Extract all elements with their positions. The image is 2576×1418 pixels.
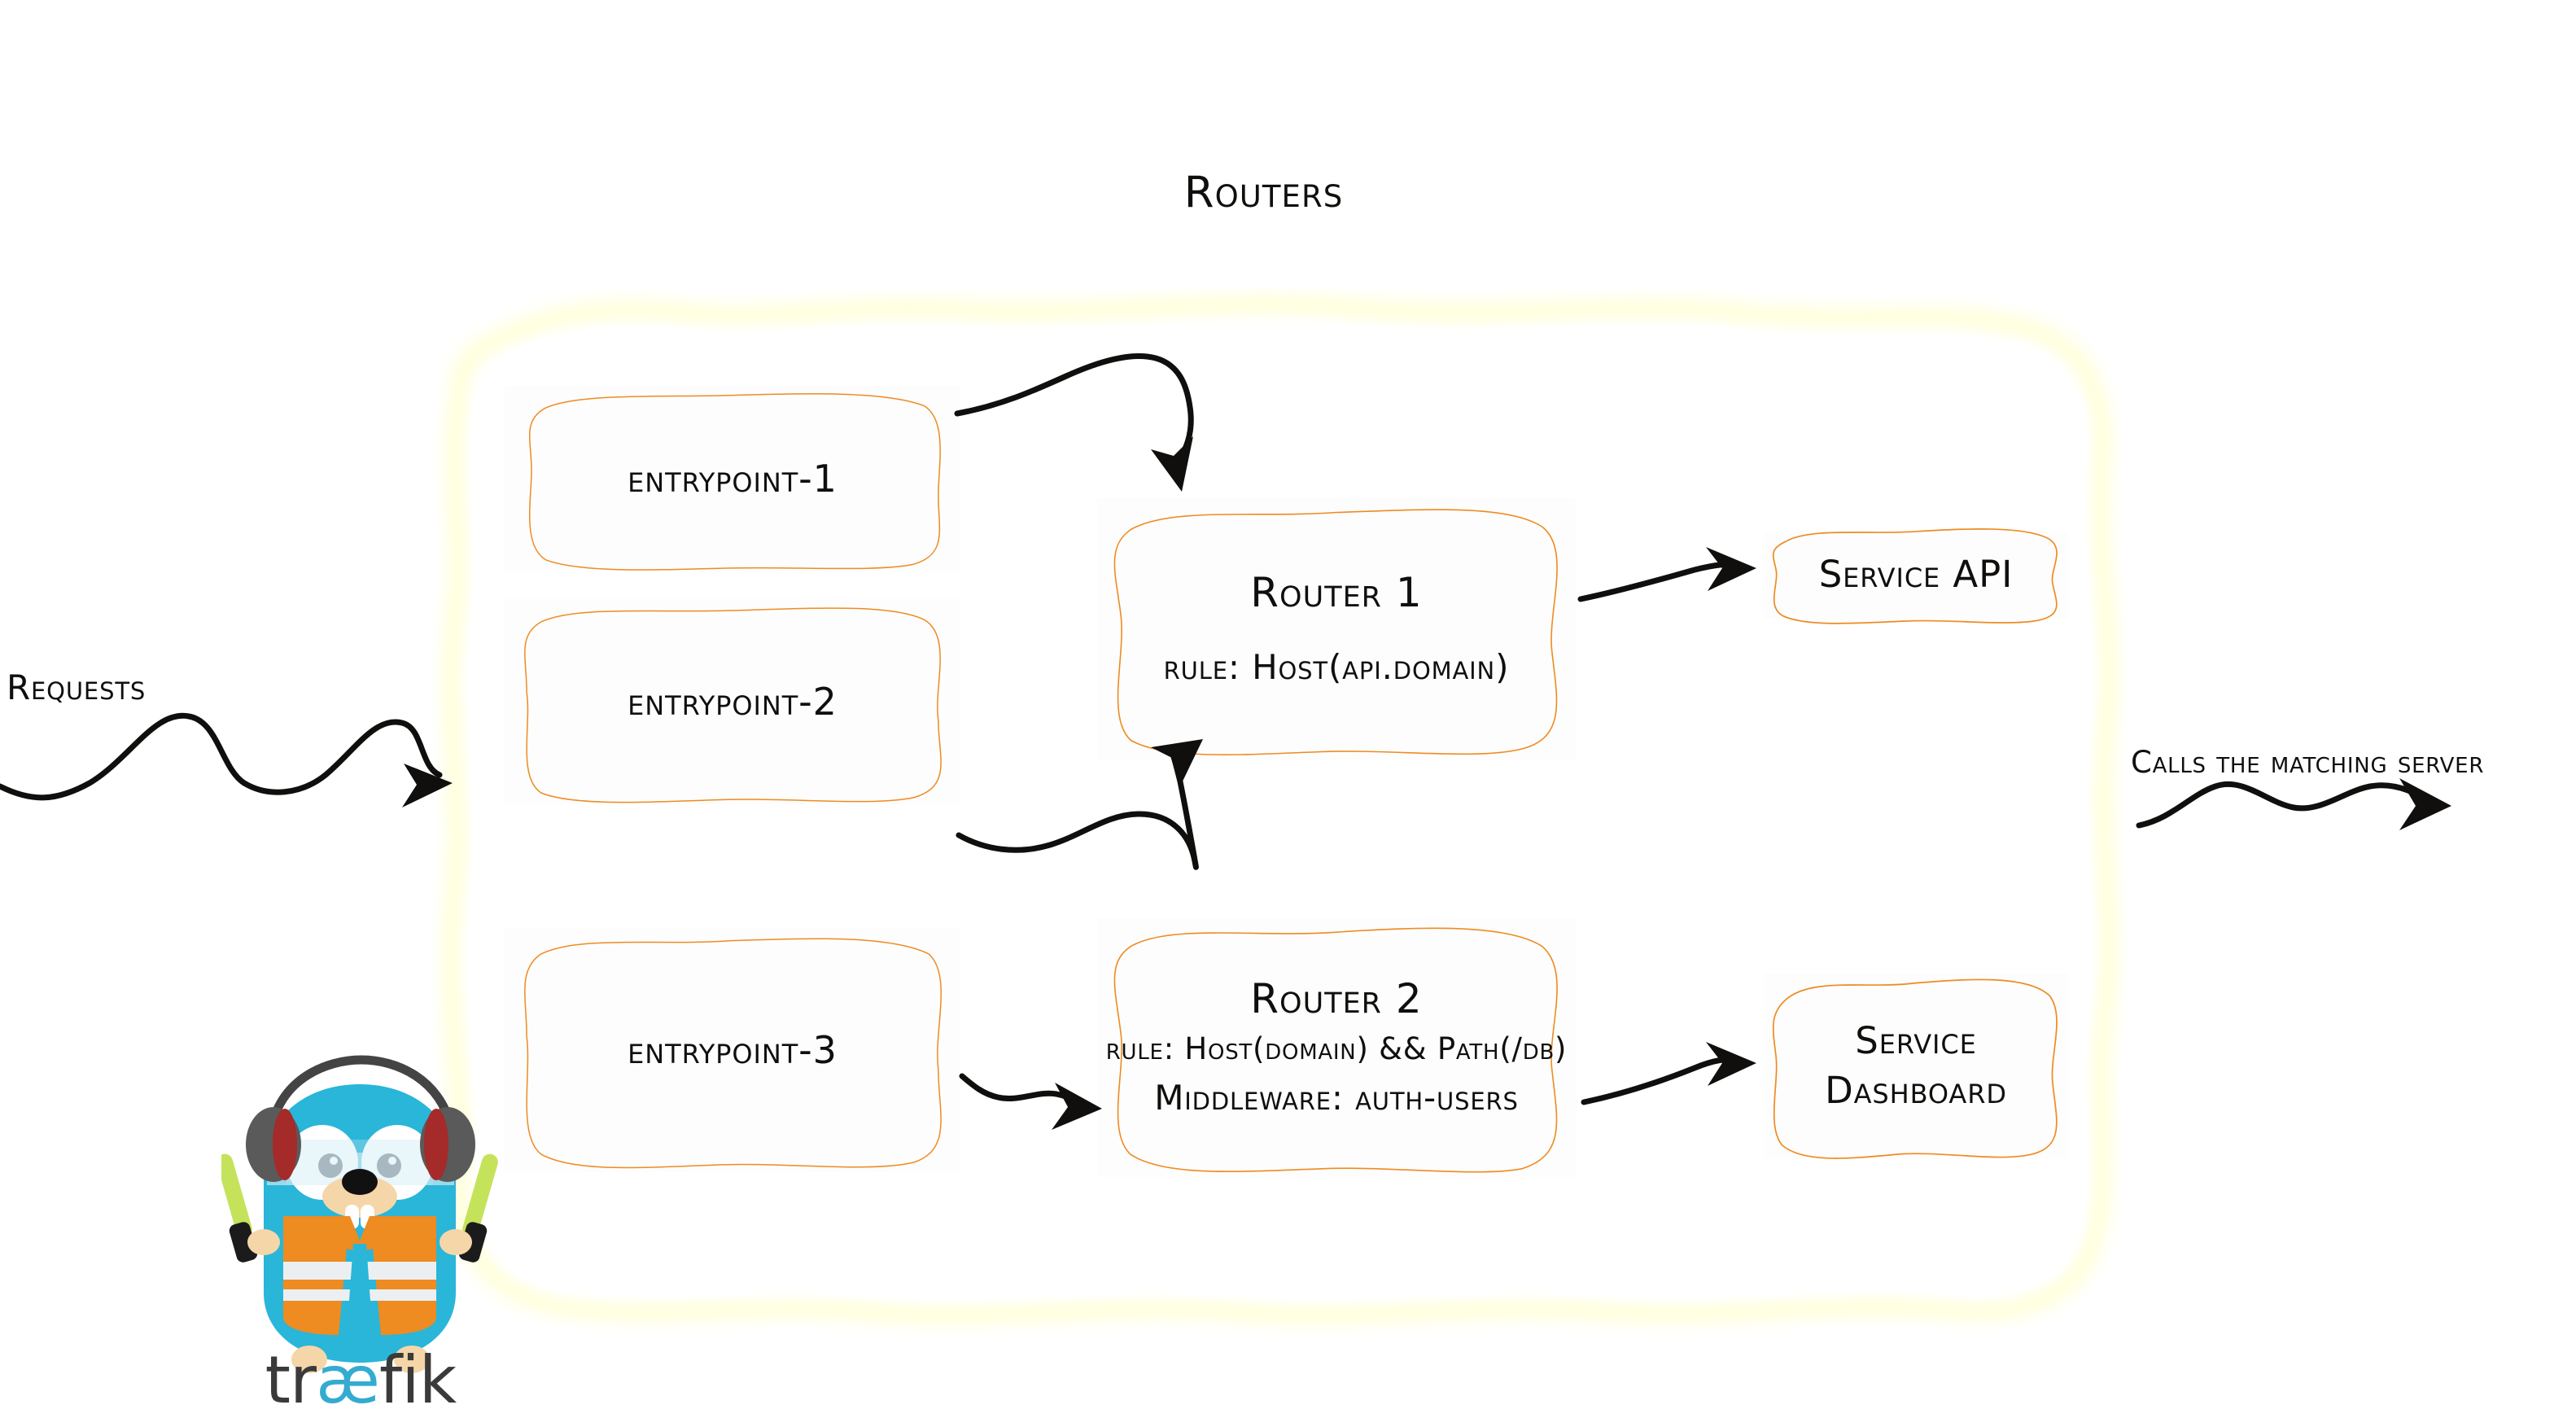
calls-matching-server-label: Calls the matching server: [2131, 745, 2485, 780]
router-1-rule: rule: Host(api.domain): [1163, 646, 1510, 687]
arrowhead-matchingserver: [2399, 778, 2451, 830]
service-dashboard-label-1: Service: [1855, 1019, 1977, 1063]
gopher-hand-left: [247, 1229, 280, 1255]
page-title: Routers: [0, 171, 2576, 214]
brand-text-accent: æ: [316, 1342, 380, 1418]
entrypoint-2-node[interactable]: entrypoint-2: [505, 599, 960, 804]
brand-text-part-1: tr: [265, 1342, 317, 1418]
router-1-node[interactable]: Router 1 rule: Host(api.domain): [1097, 498, 1576, 760]
eye-highlight-left: [330, 1157, 338, 1165]
service-api-node[interactable]: Service API: [1765, 531, 2067, 619]
entrypoint-2-label: entrypoint-2: [628, 679, 838, 724]
headphone-ear-right-icon: [420, 1107, 475, 1182]
glow-wand-left-icon: [221, 1153, 258, 1263]
requests-label: Requests: [7, 667, 147, 707]
entrypoint-3-node[interactable]: entrypoint-3: [505, 928, 960, 1172]
gopher-muzzle: [322, 1175, 397, 1218]
headphone-band-icon: [267, 1055, 456, 1131]
node-outline: [1086, 487, 1587, 772]
traefik-logo: træfik: [221, 1048, 498, 1413]
router-2-rule: rule: Host(domain) && Path(/db): [1105, 1031, 1568, 1067]
gopher-nose: [342, 1169, 378, 1195]
gopher-foot-right: [394, 1346, 430, 1373]
router-2-middleware: Middleware: auth-users: [1154, 1077, 1519, 1118]
service-dashboard-label-2: Dashboard: [1825, 1069, 2007, 1112]
headphone-ear-left-icon: [246, 1107, 301, 1182]
service-api-label: Service API: [1818, 552, 2014, 596]
brand-text-part-2: fik: [379, 1342, 457, 1418]
arrow-requests-to-container: [0, 712, 443, 801]
entrypoint-1-node[interactable]: entrypoint-1: [505, 386, 960, 571]
eye-highlight-right: [388, 1157, 396, 1165]
router-1-title: Router 1: [1250, 569, 1423, 616]
arrow-container-to-matchingserver: [2136, 781, 2442, 829]
routers-title-text: Routers: [1183, 168, 1344, 217]
entrypoint-1-label: entrypoint-1: [628, 456, 838, 501]
traefik-gopher-illustration: [221, 1055, 498, 1373]
router-2-title: Router 2: [1250, 974, 1423, 1022]
entrypoint-3-label: entrypoint-3: [628, 1027, 838, 1072]
vest-gap: [347, 1244, 373, 1335]
gopher-foot-left: [291, 1346, 327, 1373]
goggles-lens: [286, 1140, 433, 1185]
service-dashboard-node[interactable]: Service Dashboard: [1765, 974, 2067, 1159]
router-2-node[interactable]: Router 2 rule: Host(domain) && Path(/db)…: [1097, 918, 1576, 1177]
safety-vest: [283, 1216, 436, 1335]
gopher-hand-right: [440, 1229, 472, 1255]
